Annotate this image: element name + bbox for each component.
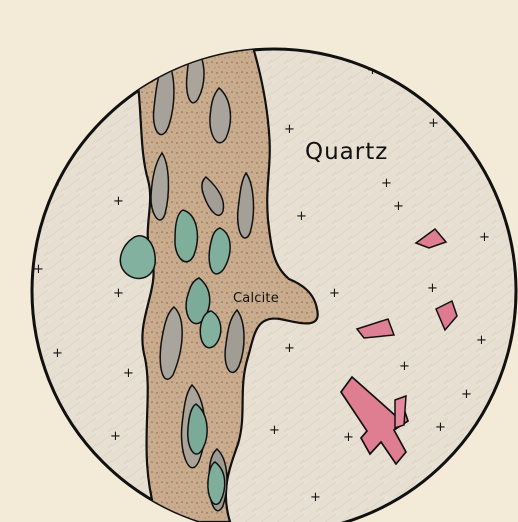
cross-symbol: + [296, 209, 307, 224]
cross-symbol: + [329, 286, 340, 301]
cross-symbol: + [435, 420, 446, 435]
cross-symbol: + [399, 359, 410, 374]
cross-symbol: + [123, 366, 134, 381]
cross-symbol: + [284, 341, 295, 356]
cross-symbol: + [284, 122, 295, 137]
cross-symbol: + [33, 262, 44, 277]
cross-symbol: + [479, 230, 490, 245]
cross-symbol: + [427, 281, 438, 296]
cross-symbol: + [428, 116, 439, 131]
quartz-label: Quartz [305, 139, 388, 165]
cross-symbol: + [393, 199, 404, 214]
cross-symbol: + [113, 194, 124, 209]
calcite-label: Calcite [233, 291, 279, 306]
cross-symbol: + [476, 333, 487, 348]
cross-symbol: + [343, 430, 354, 445]
cross-symbol: + [52, 346, 63, 361]
cross-symbol: + [113, 286, 124, 301]
cross-symbol: + [381, 176, 392, 191]
cross-symbol: + [110, 429, 121, 444]
cross-symbol: + [310, 490, 321, 505]
cross-symbol: + [461, 387, 472, 402]
cross-symbol: + [269, 423, 280, 438]
